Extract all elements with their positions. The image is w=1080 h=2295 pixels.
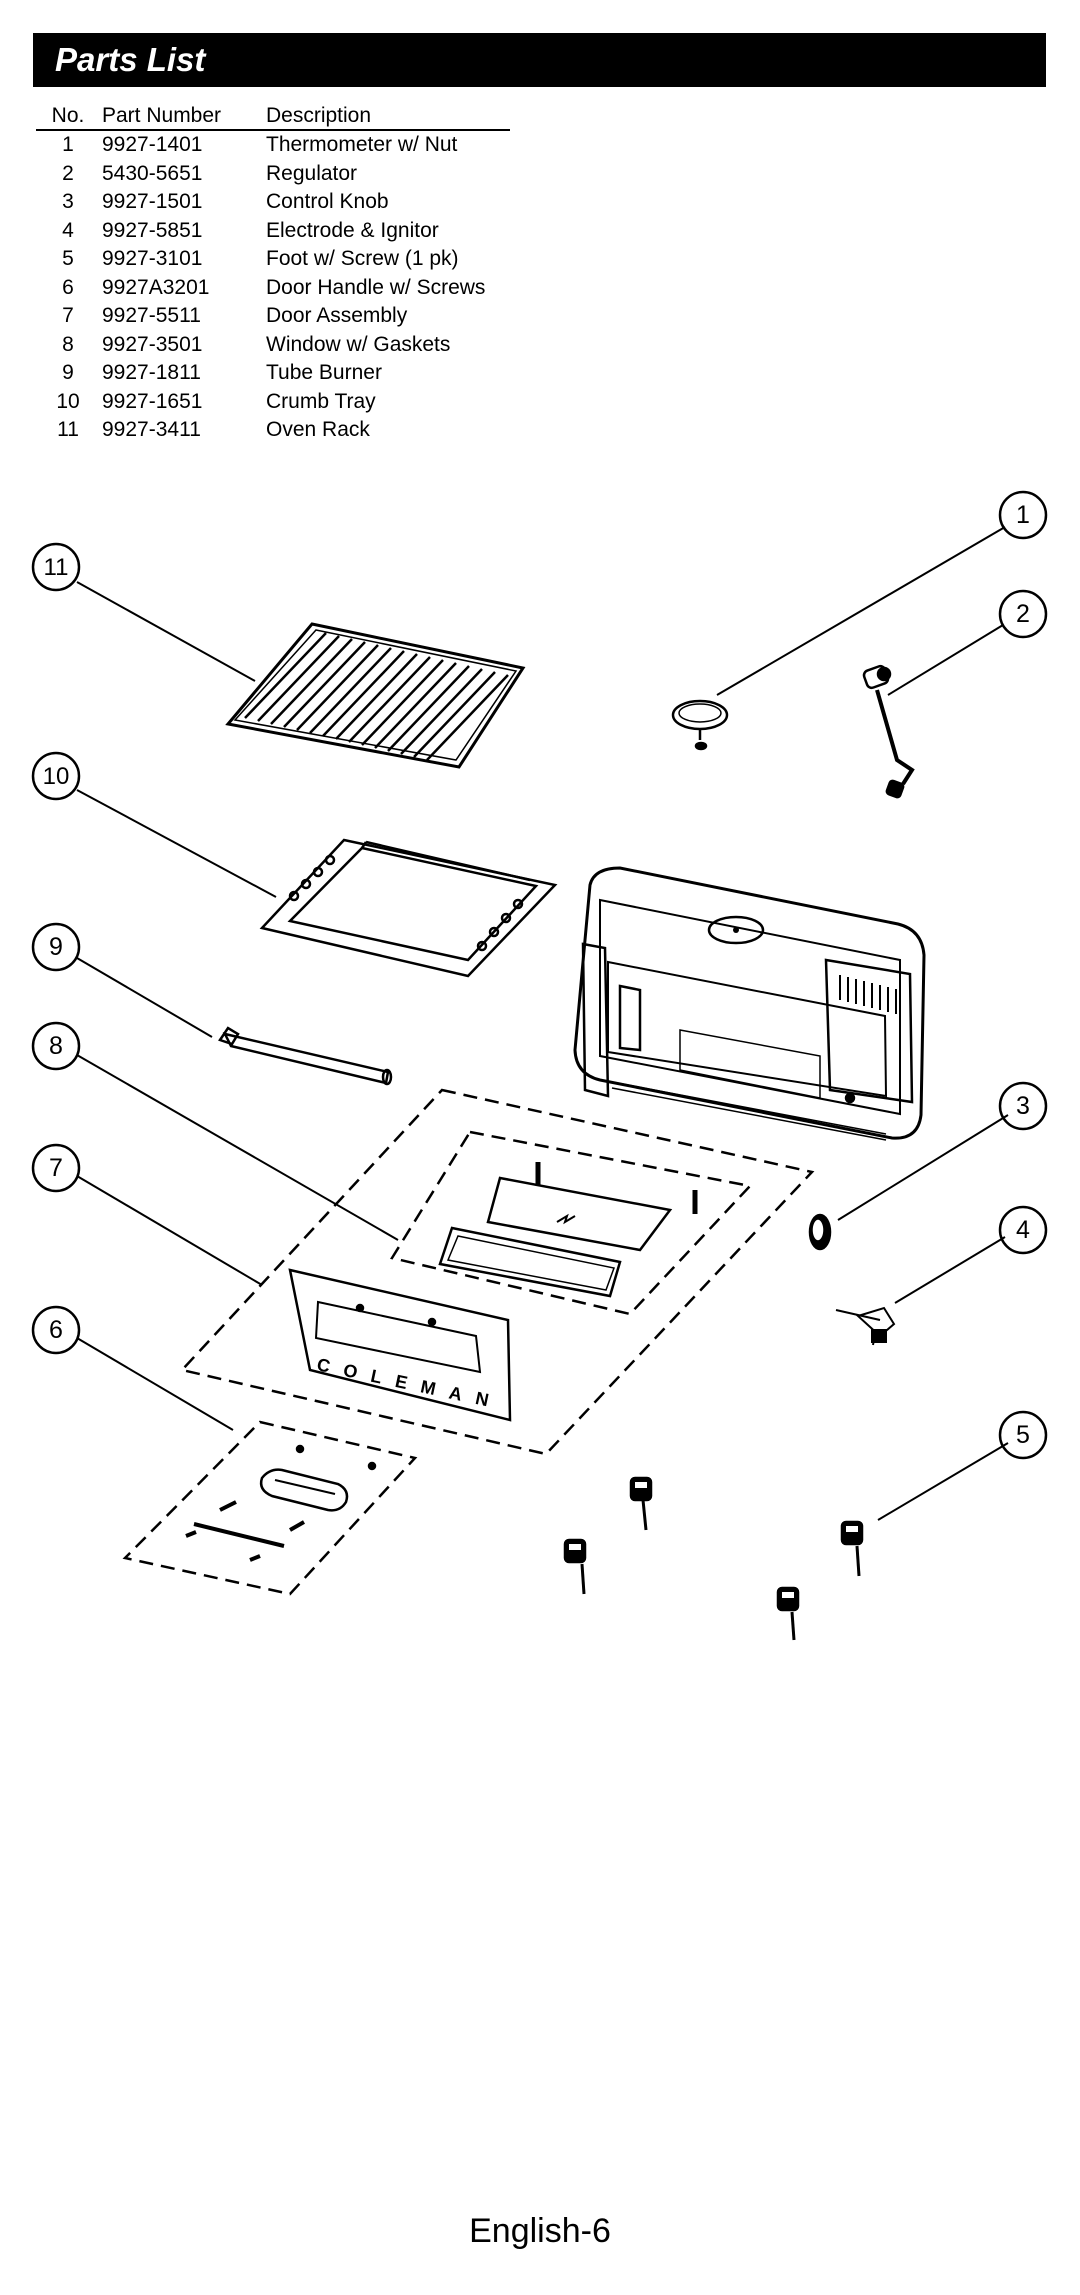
cell-part-number: 9927-5511 <box>102 304 201 328</box>
cell-no: 5 <box>62 247 74 271</box>
table-row: 7 9927-5511 Door Assembly <box>36 302 510 331</box>
cell-no: 8 <box>62 332 74 356</box>
table-row: 4 9927-5851 Electrode & Ignitor <box>36 217 510 246</box>
cell-part-number: 9927-3101 <box>102 247 203 271</box>
callout-10: 10 <box>31 751 81 801</box>
cell-description: Electrode & Ignitor <box>266 218 439 242</box>
page-title: Parts List <box>55 41 206 78</box>
cell-part-number: 9927-3411 <box>102 418 201 442</box>
cell-part-number: 9927-1651 <box>102 389 203 413</box>
cell-description: Tube Burner <box>266 361 382 385</box>
door-handle-illustration <box>122 1420 418 1596</box>
callout-5: 5 <box>998 1410 1048 1460</box>
cell-description: Door Assembly <box>266 304 408 328</box>
cell-description: Window w/ Gaskets <box>266 332 451 356</box>
cell-description: Control Knob <box>266 190 389 214</box>
callout-label: 7 <box>49 1154 63 1182</box>
cell-no: 6 <box>62 275 74 299</box>
regulator-illustration <box>862 664 915 799</box>
callout-4: 4 <box>998 1205 1048 1255</box>
cell-part-number: 9927A3201 <box>102 275 210 299</box>
page-number: English-6 <box>469 2212 611 2250</box>
parts-table: No. Part Number Description 1 9927-1401 Th… <box>36 103 510 445</box>
thermometer-illustration <box>671 699 729 751</box>
callout-7: 7 <box>31 1143 81 1193</box>
column-header-no: No. <box>36 103 100 131</box>
cell-description: Oven Rack <box>266 418 370 442</box>
feet-illustration <box>563 1476 864 1641</box>
table-row: 11 9927-3411 Oven Rack <box>36 416 510 445</box>
callout-8: 8 <box>31 1021 81 1071</box>
cell-description: Thermometer w/ Nut <box>266 133 458 157</box>
table-header-row: No. Part Number Description <box>36 103 510 131</box>
foot-2 <box>563 1538 587 1595</box>
callout-2: 2 <box>998 589 1048 639</box>
cell-no: 7 <box>62 304 74 328</box>
callout-label: 2 <box>1016 600 1030 628</box>
cell-no: 2 <box>62 161 74 185</box>
exploded-parts-diagram: 1 2 3 4 5 6 7 8 9 10 11 <box>31 490 1048 1641</box>
foot-3 <box>776 1586 800 1641</box>
callout-label: 11 <box>44 554 69 581</box>
table-row: 10 9927-1651 Crumb Tray <box>36 388 510 417</box>
oven-rack-illustration <box>225 622 526 769</box>
foot-1 <box>629 1476 653 1531</box>
callout-label: 3 <box>1016 1092 1030 1120</box>
cell-part-number: 9927-1811 <box>102 361 201 385</box>
cell-part-number: 9927-5851 <box>102 218 203 242</box>
leader-lines <box>76 526 1009 1521</box>
cell-no: 11 <box>57 418 79 442</box>
callout-label: 9 <box>49 933 63 961</box>
callout-label: 6 <box>49 1316 63 1344</box>
coleman-brand-text: COLEMAN <box>315 1354 504 1413</box>
cell-part-number: 5430-5651 <box>102 161 203 185</box>
crumb-tray-illustration <box>259 838 558 978</box>
cell-description: Crumb Tray <box>266 389 376 413</box>
cell-no: 9 <box>62 361 74 385</box>
table-row: 5 9927-3101 Foot w/ Screw (1 pk) <box>36 245 510 274</box>
foot-4 <box>840 1520 864 1577</box>
callout-1: 1 <box>998 490 1048 540</box>
table-row: 2 5430-5651 Regulator <box>36 160 510 189</box>
cell-description: Regulator <box>266 161 358 185</box>
parts-list-header-bar: Parts List <box>33 33 1046 87</box>
callout-label: 10 <box>43 763 70 790</box>
callout-label: 4 <box>1016 1216 1030 1244</box>
cell-description: Foot w/ Screw (1 pk) <box>266 247 459 271</box>
door-assembly-illustration: COLEMAN <box>179 1088 815 1456</box>
cell-no: 4 <box>62 218 74 242</box>
window-assembly-illustration <box>390 1130 753 1316</box>
table-row: 9 9927-1811 Tube Burner <box>36 359 510 388</box>
table-row: 1 9927-1401 Thermometer w/ Nut <box>36 130 510 160</box>
tube-burner-illustration <box>218 1026 393 1086</box>
control-knob-illustration <box>808 1213 832 1251</box>
table-row: 6 9927A3201 Door Handle w/ Screws <box>36 274 510 303</box>
callout-label: 8 <box>49 1032 63 1060</box>
callout-6: 6 <box>31 1305 81 1355</box>
cell-part-number: 9927-3501 <box>102 332 203 356</box>
cell-part-number: 9927-1401 <box>102 133 203 157</box>
table-row: 3 9927-1501 Control Knob <box>36 188 510 217</box>
column-header-part-number: Part Number <box>100 103 266 131</box>
cell-no: 10 <box>56 389 80 413</box>
cell-no: 3 <box>62 190 74 214</box>
oven-body-illustration <box>573 866 926 1141</box>
callout-11: 11 <box>31 542 81 592</box>
column-header-description: Description <box>266 103 510 131</box>
callout-label: 5 <box>1016 1421 1030 1449</box>
cell-description: Door Handle w/ Screws <box>266 275 486 299</box>
callout-label: 1 <box>1016 501 1030 529</box>
cell-part-number: 9927-1501 <box>102 190 203 214</box>
cell-no: 1 <box>62 133 74 157</box>
electrode-ignitor-illustration <box>835 1306 896 1346</box>
callout-9: 9 <box>31 922 81 972</box>
table-row: 8 9927-3501 Window w/ Gaskets <box>36 331 510 360</box>
callout-3: 3 <box>998 1081 1048 1131</box>
